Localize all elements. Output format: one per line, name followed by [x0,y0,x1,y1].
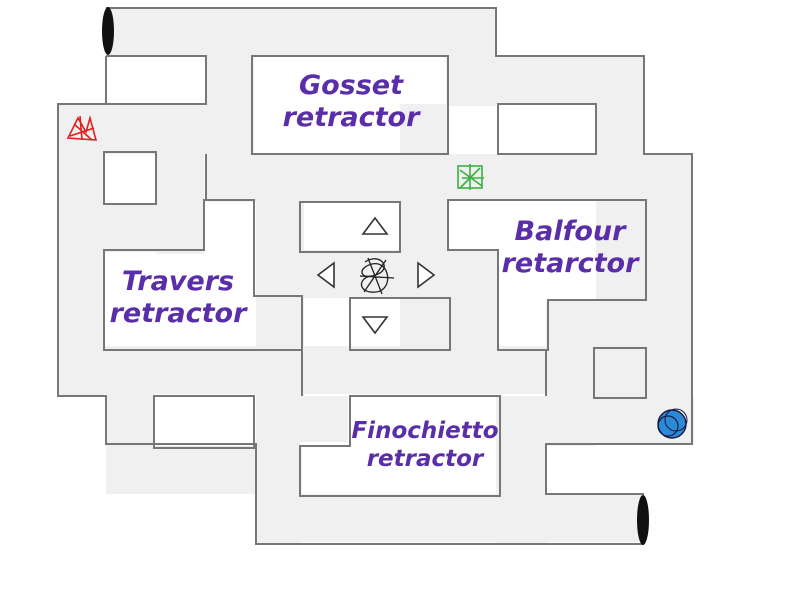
finochietto-label-line-1: Finochietto [351,418,499,444]
balfour-label-line-2: retarctor [501,248,639,280]
maze-exits [102,7,649,545]
red-creature-icon [66,115,98,141]
up-button[interactable] [361,216,389,235]
maze-walls [57,7,693,545]
gosset-label-line-1: Gosset [298,70,404,101]
finochietto-label-line-2: retractor [366,445,484,472]
gosset-label-line-2: retractor [282,102,420,134]
blue-ball-icon [657,408,688,439]
finochietto-retractor-label: Finochietto retractor [350,418,500,473]
balfour-label-line-1: Balfour [514,216,626,247]
exit-left-icon [102,7,114,55]
down-button[interactable] [361,316,389,335]
player-scribble-icon [359,257,395,295]
gosset-retractor-label: Gosset retractor [256,70,446,135]
left-button[interactable] [316,261,335,289]
green-creature-icon [457,164,484,190]
control-pad[interactable] [316,216,436,335]
exit-right-icon [637,495,649,545]
travers-retractor-label: Travers retractor [108,266,248,331]
travers-label-line-1: Travers [121,266,235,297]
travers-label-line-2: retractor [109,298,247,330]
balfour-retarctor-label: Balfour retarctor [500,216,640,281]
right-button[interactable] [417,261,436,289]
